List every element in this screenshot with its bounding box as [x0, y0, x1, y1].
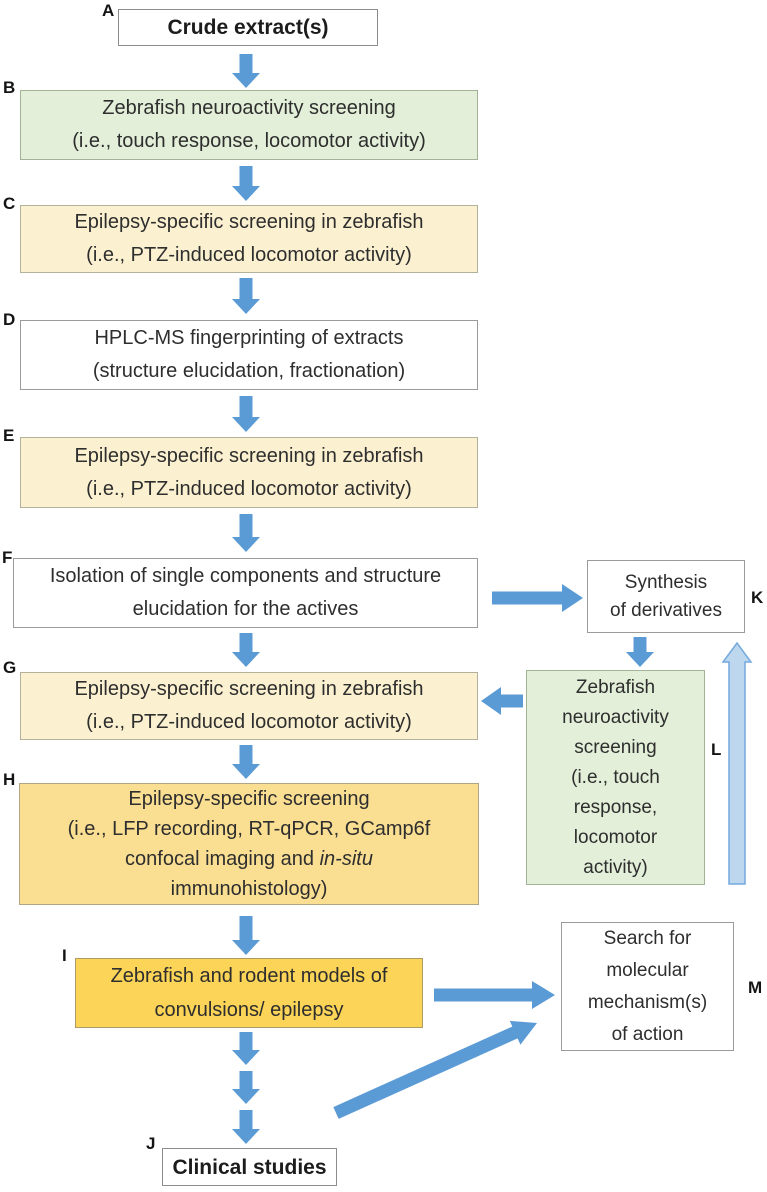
box-e-epilepsy-screening: Epilepsy-specific screening in zebrafish… [20, 437, 478, 508]
box-l-zebrafish-neuroactivity-screening: Zebrafish neuroactivity screening (i.e.,… [526, 670, 705, 885]
label-l: L [711, 740, 722, 759]
box-g-text: Epilepsy-specific screening in zebrafish… [74, 678, 424, 733]
box-e-text: Epilepsy-specific screening in zebrafish… [74, 444, 424, 500]
arrow-d-to-e [232, 396, 260, 432]
box-m-text: Search for molecular mechanism(s) of act… [587, 927, 708, 1045]
arrow-f-to-k [492, 584, 583, 612]
arrow-i-down-3 [232, 1110, 260, 1144]
box-i-text: Zebrafish and rodent models of convulsio… [110, 965, 388, 1021]
arrow-a-to-b [232, 54, 260, 88]
label-k: K [751, 588, 764, 607]
label-m: M [748, 978, 763, 997]
box-a-text: Crude extract(s) [167, 16, 329, 39]
box-j-text: Clinical studies [172, 1155, 327, 1179]
box-i-zebrafish-rodent-models: Zebrafish and rodent models of convulsio… [75, 958, 423, 1028]
arrow-j-to-m-diagonal [333, 1020, 537, 1119]
box-c-text: Epilepsy-specific screening in zebrafish… [74, 211, 424, 266]
arrow-i-down-2 [232, 1071, 260, 1104]
box-g-epilepsy-screening: Epilepsy-specific screening in zebrafish… [20, 672, 478, 740]
arrow-f-to-g [232, 633, 260, 667]
box-d-text: HPLC-MS fingerprinting of extracts (stru… [92, 327, 406, 382]
label-c: C [3, 194, 16, 213]
box-k-text: Synthesis of derivatives [610, 571, 722, 621]
arrow-k-to-l [626, 637, 654, 667]
box-h-italic-text: in-situ [319, 848, 373, 870]
label-i: I [62, 946, 67, 965]
box-b-text: Zebrafish neuroactivity screening (i.e.,… [72, 97, 426, 152]
label-d: D [3, 310, 16, 329]
box-m-search-molecular-mechanism: Search for molecular mechanism(s) of act… [561, 922, 734, 1051]
box-b-zebrafish-neuroactivity-screening: Zebrafish neuroactivity screening (i.e.,… [20, 90, 478, 160]
box-f-text: Isolation of single components and struc… [49, 565, 442, 620]
box-h-text: Epilepsy-specific screening (i.e., LFP r… [67, 788, 431, 900]
arrow-e-to-f [232, 514, 260, 552]
arrow-g-to-h [232, 745, 260, 779]
arrow-l-feedback-up [721, 641, 753, 885]
box-h-epilepsy-specific-screening: Epilepsy-specific screening (i.e., LFP r… [19, 783, 479, 905]
box-a-crude-extracts: Crude extract(s) [118, 9, 378, 46]
box-k-synthesis-derivatives: Synthesis of derivatives [587, 560, 745, 633]
arrow-i-down-1 [232, 1032, 260, 1065]
box-j-clinical-studies: Clinical studies [162, 1148, 337, 1186]
arrow-h-to-i [232, 916, 260, 955]
arrow-i-to-m [434, 981, 555, 1009]
label-g: G [3, 658, 17, 677]
arrow-l-to-g [481, 687, 523, 715]
box-f-isolation-single-components: Isolation of single components and struc… [13, 558, 478, 628]
label-j: J [146, 1134, 156, 1153]
box-d-hplc-ms-fingerprinting: HPLC-MS fingerprinting of extracts (stru… [20, 320, 478, 390]
arrow-b-to-c [232, 166, 260, 201]
box-l-text: Zebrafish neuroactivity screening (i.e.,… [562, 676, 669, 878]
box-c-epilepsy-screening: Epilepsy-specific screening in zebrafish… [20, 205, 478, 273]
label-b: B [3, 78, 16, 97]
label-f: F [2, 548, 13, 567]
label-a: A [102, 1, 115, 20]
arrow-c-to-d [232, 278, 260, 314]
label-h: H [3, 770, 16, 789]
label-e: E [3, 426, 15, 445]
